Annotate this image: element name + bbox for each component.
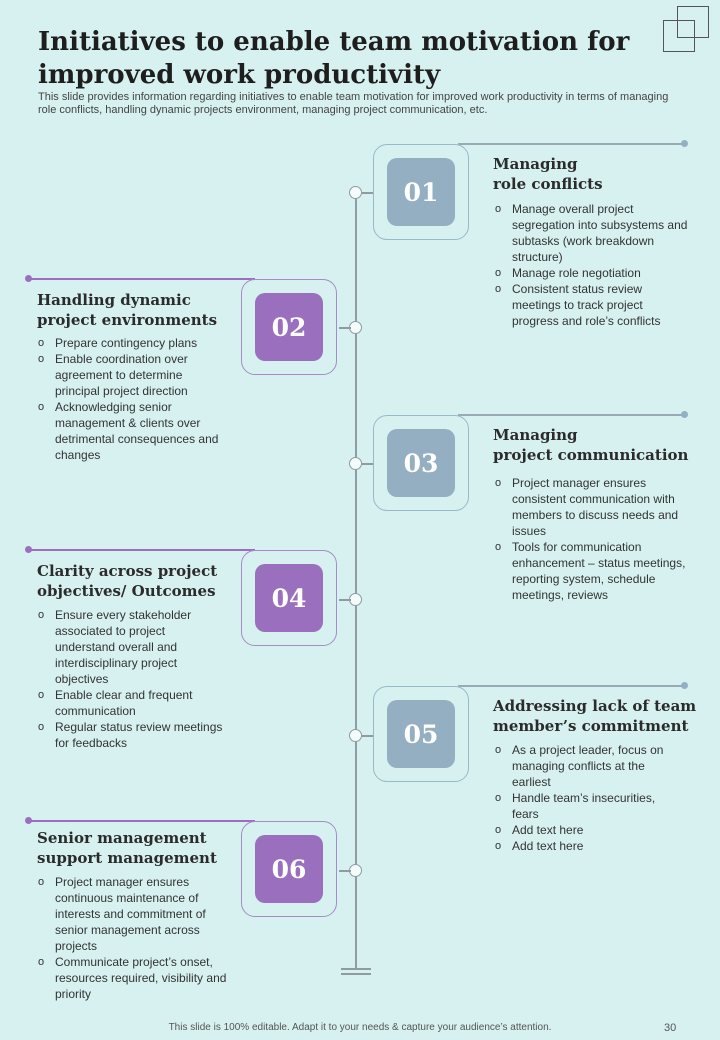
item-6-points: Project manager ensures continuous maint…: [37, 874, 235, 1002]
item-5-top-rule: [458, 685, 684, 687]
item-4-heading: Clarity across project objectives/ Outco…: [37, 562, 218, 600]
timeline-node-1: [349, 186, 362, 199]
item-3-number: 03: [387, 429, 455, 497]
item-2-top-rule: [28, 278, 255, 280]
item-5-point: Add text here: [494, 822, 664, 838]
item-5-point: Handle team’s insecurities, fears: [494, 790, 664, 822]
item-6-end-dot: [25, 817, 32, 824]
item-4-number: 04: [255, 564, 323, 632]
node-connector-3: [362, 463, 374, 465]
item-2-end-dot: [25, 275, 32, 282]
item-3-heading: Managing project communication: [493, 426, 689, 464]
item-6-point: Project manager ensures continuous maint…: [37, 874, 235, 954]
item-1-heading: Managing role conflicts: [493, 155, 603, 193]
timeline-base: [341, 973, 371, 975]
decor-square-back: [677, 6, 709, 38]
item-2-points: Prepare contingency plans Enable coordin…: [37, 335, 225, 463]
node-connector-5: [362, 735, 374, 737]
item-5-heading: Addressing lack of team member’s commitm…: [493, 697, 697, 735]
item-3-top-rule: [458, 414, 684, 416]
item-1-end-dot: [681, 140, 688, 147]
item-6-point: Communicate project’s onset, resources r…: [37, 954, 235, 1002]
item-5-end-dot: [681, 682, 688, 689]
footer-note: This slide is 100% editable. Adapt it to…: [168, 1022, 552, 1033]
node-connector-6: [339, 870, 351, 872]
item-1-top-rule: [458, 143, 684, 145]
item-1-point: Consistent status review meetings to tra…: [494, 281, 690, 329]
item-5-point: As a project leader, focus on managing c…: [494, 742, 664, 790]
item-5-point: Add text here: [494, 838, 664, 854]
item-4-points: Ensure every stakeholder associated to p…: [37, 607, 225, 751]
node-connector-4: [339, 599, 351, 601]
item-4-point: Enable clear and frequent communication: [37, 687, 225, 719]
item-3-points: Project manager ensures consistent commu…: [494, 475, 690, 603]
timeline-node-3: [349, 457, 362, 470]
item-1-number: 01: [387, 158, 455, 226]
item-1-points: Manage overall project segregation into …: [494, 201, 690, 329]
item-2-point: Acknowledging senior management & client…: [37, 399, 225, 463]
item-3-end-dot: [681, 411, 688, 418]
item-6-top-rule: [28, 820, 255, 822]
page-number: 30: [664, 1022, 677, 1034]
item-2-heading: Handling dynamic project environments: [37, 291, 218, 329]
decor-square-front: [663, 20, 695, 52]
page-subtitle: This slide provides information regardin…: [38, 91, 669, 116]
item-6-heading: Senior management support management: [37, 829, 217, 867]
item-4-end-dot: [25, 546, 32, 553]
timeline-spine: [355, 190, 357, 970]
item-4-top-rule: [28, 549, 255, 551]
item-3-point: Tools for communication enhancement – st…: [494, 539, 690, 603]
item-5-number: 05: [387, 700, 455, 768]
item-4-point: Ensure every stakeholder associated to p…: [37, 607, 225, 687]
item-2-number: 02: [255, 293, 323, 361]
item-3-point: Project manager ensures consistent commu…: [494, 475, 690, 539]
item-1-point: Manage role negotiation: [494, 265, 690, 281]
timeline-base: [341, 968, 371, 970]
node-connector-1: [362, 192, 374, 194]
item-2-point: Prepare contingency plans: [37, 335, 225, 351]
item-6-number: 06: [255, 835, 323, 903]
item-4-point: Regular status review meetings for feedb…: [37, 719, 225, 751]
item-1-point: Manage overall project segregation into …: [494, 201, 690, 265]
node-connector-2: [339, 327, 351, 329]
timeline-node-5: [349, 729, 362, 742]
item-2-point: Enable coordination over agreement to de…: [37, 351, 225, 399]
page-title: Initiatives to enable team motivation fo…: [38, 27, 630, 90]
item-5-points: As a project leader, focus on managing c…: [494, 742, 664, 854]
